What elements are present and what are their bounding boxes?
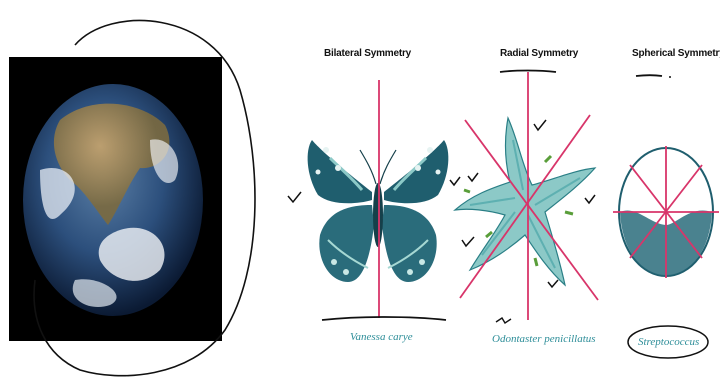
- check-mark: [548, 280, 558, 287]
- hand-drawn-underline: [500, 71, 556, 73]
- butterfly-antenna-right: [380, 150, 396, 184]
- hand-drawn-circle: [628, 326, 708, 358]
- check-mark: [585, 195, 595, 203]
- check-mark: [288, 192, 301, 202]
- butterfly-body: [373, 183, 383, 247]
- hand-drawn-dot: [669, 76, 671, 78]
- check-mark: [450, 177, 460, 185]
- butterfly-illustration: [308, 140, 449, 282]
- check-mark: [462, 237, 474, 246]
- scribble-mark: [496, 318, 511, 323]
- butterfly-antenna-left: [360, 150, 376, 184]
- check-mark: [534, 120, 546, 130]
- hand-drawn-underline: [636, 75, 662, 76]
- check-mark: [468, 173, 478, 181]
- hand-drawn-underline: [322, 317, 446, 320]
